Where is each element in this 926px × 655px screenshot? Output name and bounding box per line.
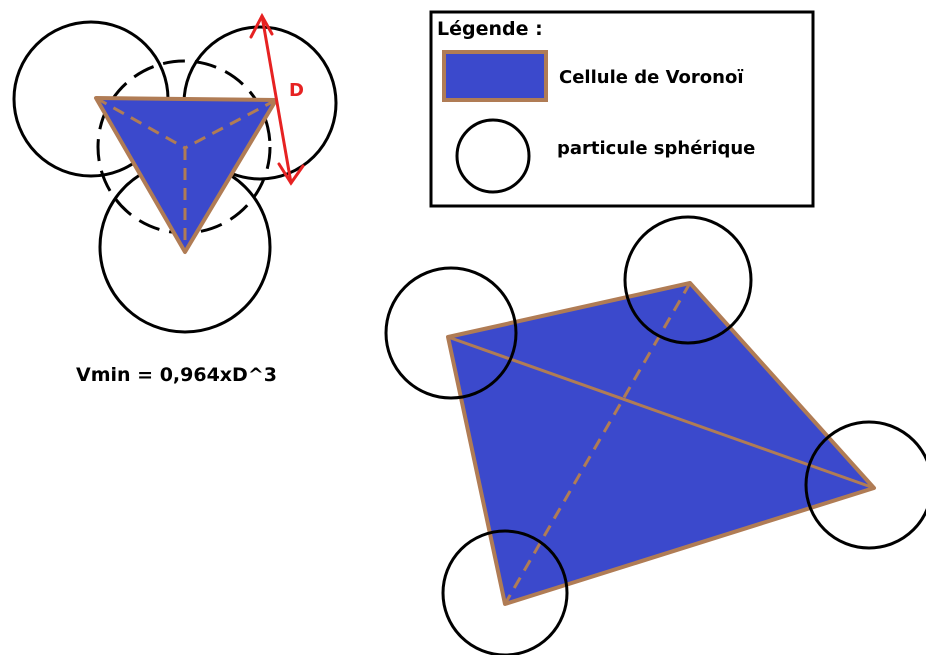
legend-particle-circle bbox=[455, 118, 531, 194]
legend-frame bbox=[429, 10, 815, 208]
dimension-label: D bbox=[289, 80, 304, 101]
legend: Légende : Cellule de Voronoï particule s… bbox=[429, 10, 815, 208]
legend-voronoi-swatch bbox=[442, 50, 548, 102]
triangle-hidden-edges bbox=[95, 96, 277, 250]
formula-label: Vmin = 0,964xD^3 bbox=[76, 364, 277, 386]
particle-circle-bottom-left bbox=[441, 529, 569, 655]
dimension-arrow bbox=[249, 12, 305, 186]
compact-arrangement: D Vmin = 0,964xD^3 bbox=[12, 12, 338, 386]
particle-circle-right bbox=[804, 420, 926, 550]
legend-voronoi-label: Cellule de Voronoï bbox=[559, 67, 743, 88]
legend-particle-label: particule sphérique bbox=[557, 138, 755, 159]
tetrahedron-arrangement bbox=[384, 215, 926, 655]
legend-title: Légende : bbox=[437, 18, 543, 40]
particle-circle-top bbox=[623, 215, 753, 345]
particle-circle-left bbox=[384, 266, 518, 400]
voronoi-cell-quad bbox=[446, 281, 876, 606]
tetra-visible-diagonal bbox=[447, 335, 875, 490]
